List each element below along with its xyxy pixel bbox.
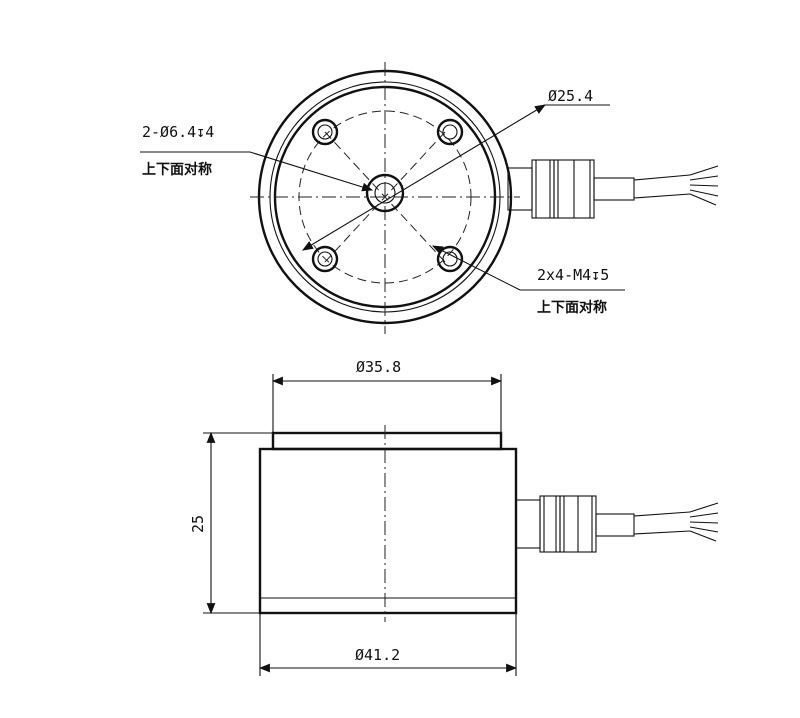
side-view: Ø35.8 25 Ø41.2 [189, 358, 719, 676]
thread-note-label: 上下面对称 [537, 299, 607, 316]
main-body [258, 447, 518, 615]
top-view: Ø25.4 2-Ø6.4↧4 上下面对称 2x4-M4↧5 上下面对称 [140, 62, 719, 334]
top-boss [271, 431, 503, 451]
dim-inner-label: Ø25.4 [548, 87, 593, 105]
cable-gland-side [515, 495, 719, 553]
dim-height-label: 25 [189, 515, 207, 533]
cable-gland-top [507, 159, 719, 219]
dim-bottom-label: Ø41.2 [355, 646, 400, 664]
hole-note-label: 上下面对称 [142, 161, 212, 178]
dim-top-label: Ø35.8 [356, 358, 401, 376]
hole-callout-label: 2-Ø6.4↧4 [142, 123, 214, 141]
thread-callout-label: 2x4-M4↧5 [537, 266, 609, 284]
